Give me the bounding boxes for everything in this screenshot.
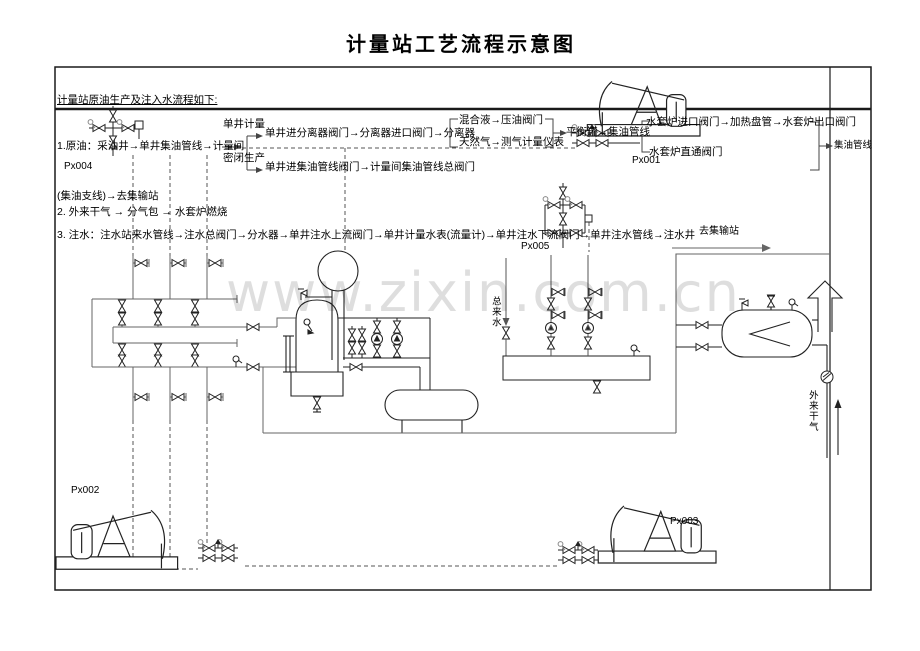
drawing-frame [55,67,871,590]
flow1-branch1-label: 单井计量 [223,118,265,130]
flow1-branch2-label: 密闭生产 [223,152,265,164]
balance-drum [318,251,358,291]
intro-line: 计量站原油生产及注入水流程如下: [57,94,218,106]
main-water-label: 总来水 [489,296,501,328]
to-station-label: 去集输站 [699,226,739,237]
flow3-line: 3. 注水：注水站来水管线→注水总阀门→分水器→单井注水上流阀门→单井计量水表(… [57,229,696,241]
water-distributor [502,255,651,394]
px002-wellhead-tree [198,539,238,562]
flow1-head: 1.原油：采油井→单井集油管线→计量间 [57,140,245,152]
flow1-gas: 天然气→测气计量仪表 [459,136,564,148]
px005-label: Px005 [521,241,550,252]
dashed-flowlines [133,148,589,569]
px004-wellhead-tree [87,106,143,156]
watermark: www.zixin.com.cn [226,261,741,324]
flow1-furnace-b: 水套炉直通阀门 [649,146,723,158]
buffer-tank [385,390,478,433]
px002-label: Px002 [71,485,100,496]
px003-label: Px003 [670,516,699,527]
px002-pumpjack [55,509,238,570]
separator-vessel [283,251,358,412]
gathering-lines [263,244,830,433]
flow1-furnace-a: 水套炉进口阀门→加热盘管→水套炉出口阀门 [646,116,856,128]
ext-gas-label: 外来干气 [806,390,818,432]
px001-label: Px001 [632,155,661,166]
px003-pumpjack [558,505,717,564]
support-line: (集油支线)→去集输站 [57,190,159,202]
left-valve-manifold [92,256,296,433]
flow1-branch2: 单井进集油管线阀门→计量间集油管线总阀门 [265,161,475,173]
flow1-balance: 平衡罐→集油管线 [566,126,650,138]
flow-brackets [222,119,833,173]
page-title: 计量站工艺流程示意图 [346,34,576,56]
flow2-line: 2. 外来干气 → 分气包 → 水套炉燃烧 [57,206,228,218]
px001-pumpjack [572,80,701,146]
px003-wellhead-tree [558,541,598,564]
flow1-out: 集油管线 [834,140,873,151]
px005-injection-manifold [542,183,592,248]
water-jacket-furnace [676,281,842,458]
flow1-mix: 混合液→压油阀门 [459,114,543,126]
px004-label: Px004 [64,161,93,172]
furnace-chimney [808,281,842,332]
flow1-branch1: 单井进分离器阀门→分离器进口阀门→分离器 [265,127,475,139]
separator-outlet-meters [338,318,430,390]
